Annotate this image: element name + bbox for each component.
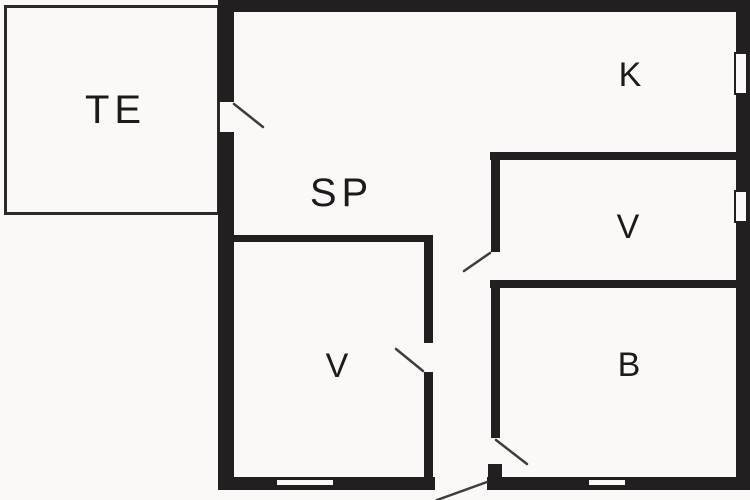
room-label-v-right: V xyxy=(616,208,645,246)
door-swing-entrance xyxy=(435,480,489,500)
door-swing-vbottom xyxy=(394,347,425,373)
room-label-sp: SP xyxy=(309,171,374,215)
wall-vright-left xyxy=(491,152,500,252)
wall-left-lower xyxy=(218,132,234,490)
door-swing-bath xyxy=(494,438,529,466)
window-kitchen-right xyxy=(734,52,748,95)
wall-vbottom-top xyxy=(232,235,433,242)
room-label-v-bottom: V xyxy=(325,347,354,385)
wall-right xyxy=(736,0,750,490)
wall-vbottom-right-lower xyxy=(424,372,433,477)
window-bath-bottom xyxy=(587,478,627,487)
wall-left-upper xyxy=(218,0,234,102)
wall-bath-left-stub xyxy=(488,464,502,477)
door-swing-terrace xyxy=(232,102,265,129)
room-label-b: B xyxy=(617,346,646,384)
room-label-te: TE xyxy=(84,88,147,132)
room-label-k: K xyxy=(618,56,647,94)
wall-top xyxy=(218,0,750,12)
terrace-outline xyxy=(4,5,220,215)
wall-bath-left xyxy=(491,288,500,438)
wall-vbottom-right-upper xyxy=(424,235,433,343)
window-vbottom-bottom xyxy=(275,478,335,487)
window-vright-right xyxy=(734,190,748,223)
door-swing-vright xyxy=(462,251,492,273)
wall-bath-top xyxy=(490,280,736,288)
wall-kitchen-bottom xyxy=(490,152,736,160)
